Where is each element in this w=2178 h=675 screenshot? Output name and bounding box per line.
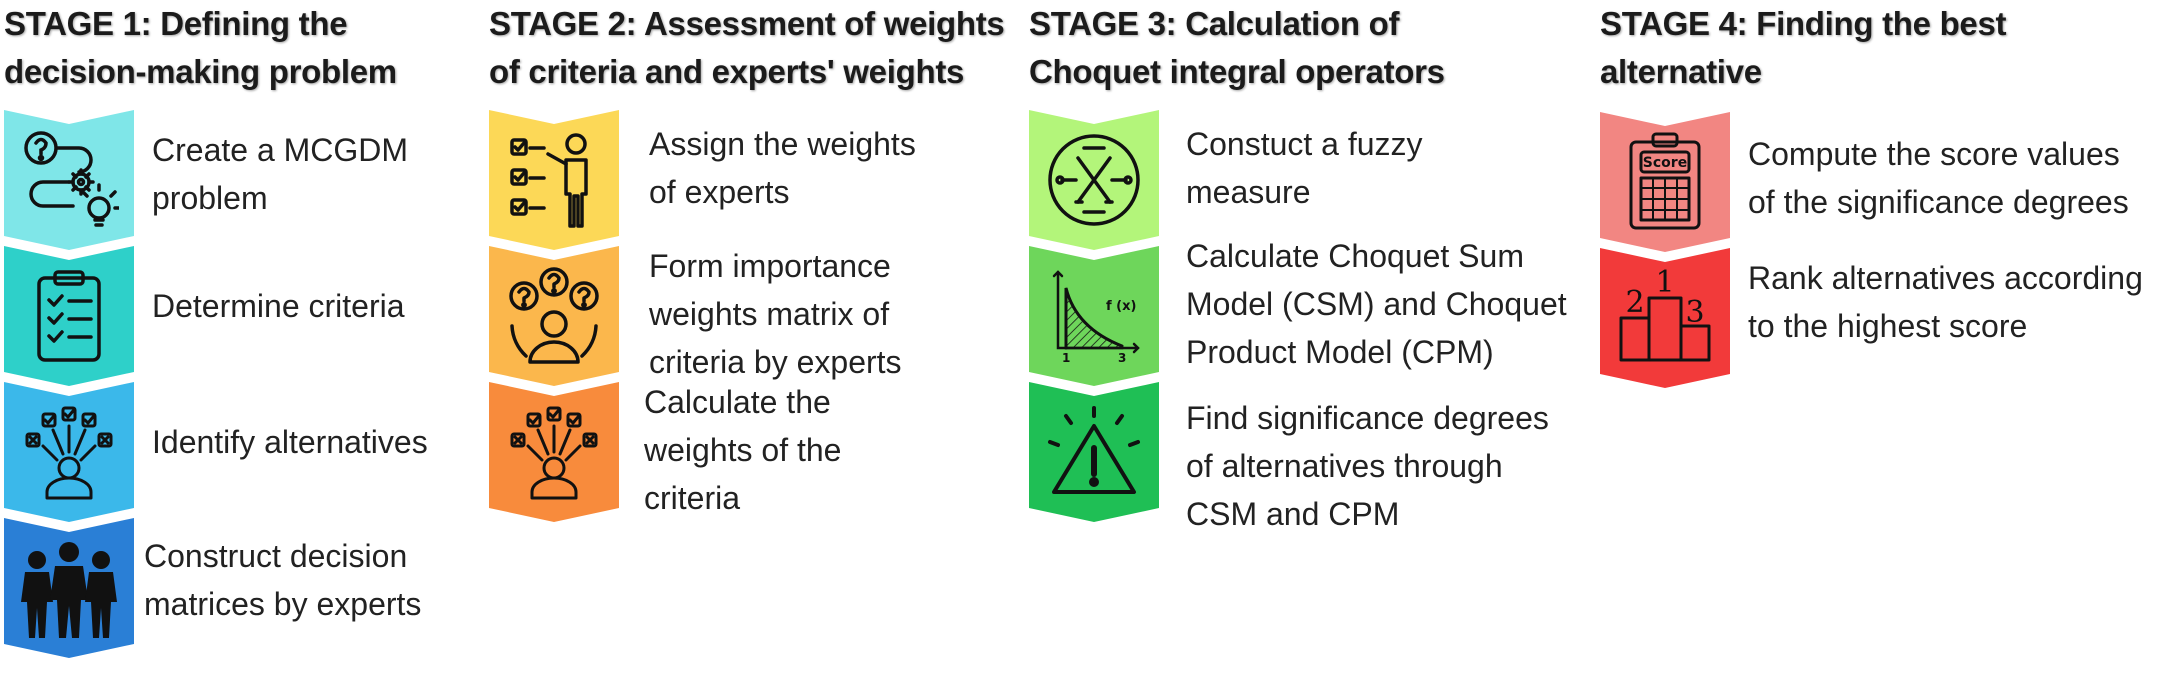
person-options-icon (19, 402, 119, 502)
fuzzy-measure-icon (1044, 130, 1144, 230)
chevron-4-2: 1 2 3 (1600, 248, 1730, 388)
step-text: Find significance degrees of alternative… (1186, 400, 1549, 532)
step-text: Form importance weights matrix of criter… (649, 248, 902, 380)
stage-4-title: STAGE 4: Finding the best alternative (1600, 5, 2007, 90)
podium-second-label: 2 (1625, 285, 1644, 320)
experts-silhouette-icon (19, 538, 119, 638)
step-text: Calculate Choquet Sum Model (CSM) and Ch… (1186, 238, 1567, 370)
step-text: Rank alternatives according to the highe… (1748, 260, 2143, 344)
step-text: Compute the score values of the signific… (1748, 136, 2129, 220)
step-text: Create a MCGDM problem (152, 132, 409, 216)
chevron-3-3 (1029, 382, 1159, 522)
step-text: Identify alternatives (152, 424, 428, 460)
podium-third-label: 3 (1685, 295, 1704, 330)
podium-icon: 1 2 3 (1615, 268, 1715, 368)
warning-icon (1044, 402, 1144, 502)
chevron-1-1 (4, 110, 134, 250)
question-gear-bulb-icon (19, 130, 119, 230)
graph-x1-label: 1 (1062, 351, 1070, 365)
person-questions-icon (504, 266, 604, 366)
chevron-1-4 (4, 518, 134, 658)
chevron-2-3 (489, 382, 619, 522)
graph-x3-label: 3 (1118, 351, 1126, 365)
chevron-4-1: Score (1600, 112, 1730, 252)
step-text: Assign the weights of experts (649, 126, 916, 210)
stage-1-title: STAGE 1: Defining the decision-making pr… (4, 5, 397, 90)
chevron-3-2: f (x) 1 3 (1029, 246, 1159, 386)
step-text: Determine criteria (152, 288, 405, 324)
person-options-icon (504, 402, 604, 502)
clipboard-checklist-icon (19, 266, 119, 366)
function-graph-icon: f (x) 1 3 (1044, 266, 1144, 366)
stage-2-title: STAGE 2: Assessment of weights of criter… (489, 5, 1005, 90)
podium-first-label: 1 (1655, 268, 1674, 300)
chevron-1-3 (4, 382, 134, 522)
chevron-2-1 (489, 110, 619, 250)
step-text: Construct decision matrices by experts (144, 538, 422, 622)
score-label: Score (1643, 155, 1687, 171)
score-clipboard-icon: Score (1615, 132, 1715, 232)
chevron-1-2 (4, 246, 134, 386)
stage-3-title: STAGE 3: Calculation of Choquet integral… (1029, 5, 1445, 90)
person-checklist-icon (504, 130, 604, 230)
graph-fx-label: f (x) (1106, 299, 1136, 314)
step-text: Calculate the weights of the criteria (644, 384, 842, 516)
chevron-2-2 (489, 246, 619, 386)
chevron-3-1 (1029, 110, 1159, 250)
step-text: Constuct a fuzzy measure (1186, 126, 1423, 210)
